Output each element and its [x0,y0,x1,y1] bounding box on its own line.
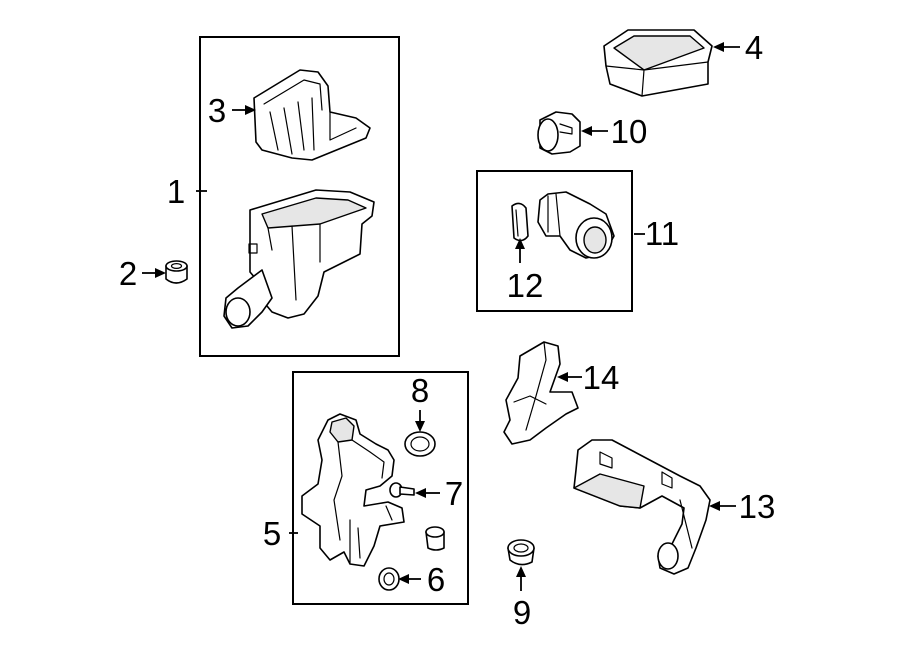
callout-4: 4 [745,29,763,66]
seal-ring [404,431,436,457]
inlet-adapter [537,111,581,155]
group-box-11 [476,170,633,312]
callout-2: 2 [119,255,137,292]
intake-duct [573,439,711,575]
callout-14: 14 [583,359,620,396]
callout-1: 1 [167,173,185,210]
duct-bracket [503,341,579,445]
callout-13: 13 [739,488,776,525]
callout-10: 10 [611,113,648,150]
group-box-5 [292,371,469,605]
callout-9: 9 [513,594,531,631]
callout-8: 8 [411,372,429,409]
grommet [165,260,188,284]
air-cleaner-cover [253,69,371,161]
callout-5: 5 [263,515,281,552]
callout-7: 7 [445,475,463,512]
resonator-assembly [301,413,405,567]
callout-12: 12 [507,267,544,304]
grommet-lower [507,539,535,566]
group-box-1 [199,36,400,357]
callout-6: 6 [427,561,445,598]
washer [378,567,400,591]
callout-3: 3 [208,92,226,129]
callout-11: 11 [645,215,679,252]
air-cleaner-housing [223,189,375,329]
outlet-duct-elbow [537,191,615,259]
resonator-grommet [425,526,445,551]
bolt [389,482,415,498]
clamp-ring [511,202,529,242]
leader-lines [142,42,740,591]
air-filter-element [603,29,713,97]
